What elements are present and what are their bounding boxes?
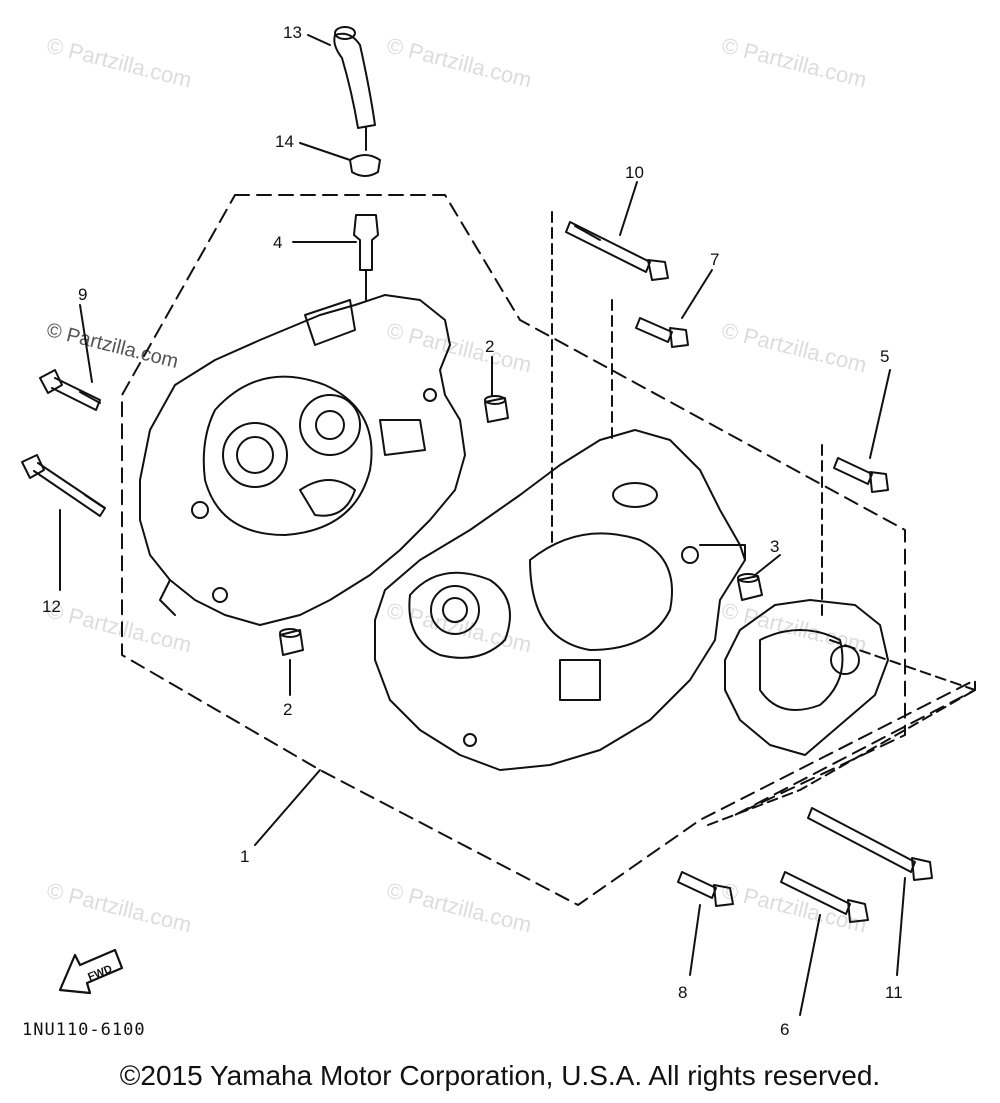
right-crankcase: [374, 429, 746, 771]
bolt-10: [565, 221, 669, 281]
bolt-7: [635, 317, 689, 348]
fwd-label: FWD: [86, 963, 114, 984]
side-cover: [724, 599, 889, 756]
dowel-pin-upper: [484, 397, 509, 423]
callout-12: 12: [42, 597, 61, 616]
callout-5: 5: [880, 347, 889, 366]
copyright-notice: ©2015 Yamaha Motor Corporation, U.S.A. A…: [119, 1060, 881, 1091]
callout-10: 10: [625, 163, 644, 182]
fwd-arrow-icon: [58, 948, 124, 995]
callout-13: 13: [283, 23, 302, 42]
bolt-12: [21, 454, 106, 517]
bolt-6: [780, 871, 869, 923]
bolt-8: [677, 871, 734, 907]
callout-3: 3: [770, 537, 779, 556]
callout-9: 9: [78, 285, 87, 304]
callout-14: 14: [275, 132, 294, 151]
callout-8: 8: [678, 983, 687, 1002]
crankcase-exploded-diagram: 13 14 4 10 7 9 2 5 2 12 3 1 8 6 11 FWD: [21, 23, 976, 1039]
bolt-5: [833, 457, 889, 493]
callout-7: 7: [710, 250, 719, 269]
callout-2-lower: 2: [283, 700, 292, 719]
callout-2-upper: 2: [485, 337, 494, 356]
dowel-pin-lower: [279, 629, 304, 656]
callout-1: 1: [240, 847, 249, 866]
assembly-boundary-dashed: [121, 194, 976, 906]
breather-fitting: [353, 214, 379, 271]
diagram-code: 1NU110-6100: [22, 1020, 146, 1040]
hose-clamp: [349, 154, 381, 177]
bolt-11: [807, 807, 933, 881]
callout-11: 11: [885, 983, 903, 1002]
bolt-9: [39, 369, 101, 411]
collar: [737, 575, 763, 601]
callout-4: 4: [273, 233, 282, 252]
left-crankcase: [139, 294, 466, 626]
callout-6: 6: [780, 1020, 789, 1039]
breather-hose: [333, 32, 376, 129]
